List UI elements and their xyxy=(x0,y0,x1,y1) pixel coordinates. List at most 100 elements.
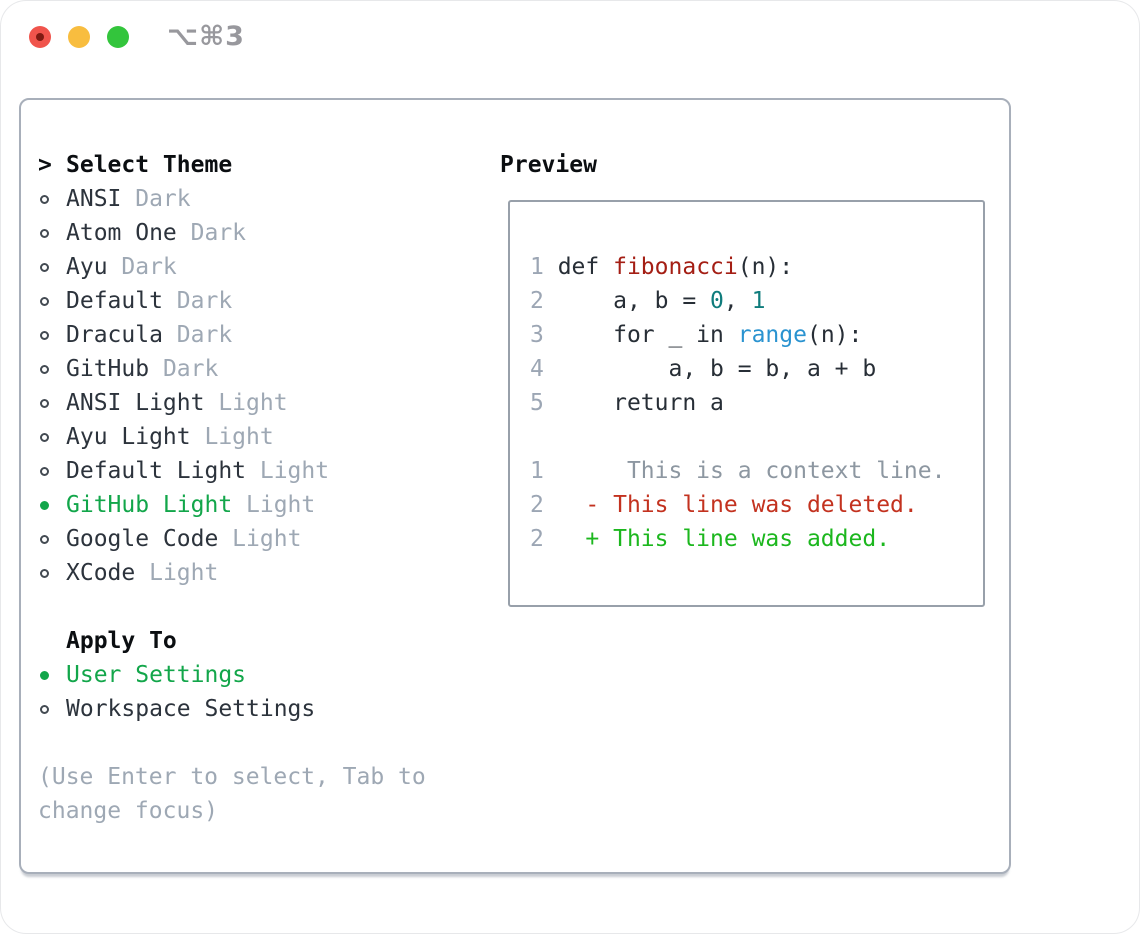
theme-option[interactable]: ANSI Dark xyxy=(38,182,426,216)
radio-icon xyxy=(40,670,49,680)
theme-name: GitHub xyxy=(66,356,150,382)
radio-icon xyxy=(40,262,49,272)
radio-marker xyxy=(38,262,66,272)
radio-marker xyxy=(38,194,66,204)
code-segment: fibonacci xyxy=(613,254,738,280)
radio-marker xyxy=(38,534,66,544)
code-segment: range xyxy=(737,322,807,348)
apply-to-heading-row: Apply To xyxy=(38,624,426,658)
theme-tag: Dark xyxy=(149,356,219,382)
theme-name: XCode xyxy=(66,560,136,586)
theme-name: Atom One xyxy=(66,220,177,246)
theme-name: Ayu Light xyxy=(66,424,191,450)
radio-marker xyxy=(38,364,66,374)
minimize-button[interactable] xyxy=(68,26,90,48)
radio-icon xyxy=(40,568,49,578)
close-button[interactable] xyxy=(29,26,51,48)
theme-option[interactable]: Default Light Light xyxy=(38,454,426,488)
radio-icon xyxy=(40,228,49,238)
code-segment: 3 xyxy=(530,322,544,348)
radio-marker xyxy=(38,500,66,510)
apply-to-option[interactable]: User Settings xyxy=(38,658,426,692)
theme-name: Default Light xyxy=(66,458,247,484)
radio-icon xyxy=(40,194,49,204)
apply-to-heading: Apply To xyxy=(66,628,177,654)
help-text: change focus) xyxy=(38,798,219,824)
code-segment: (n): xyxy=(737,254,794,280)
theme-tag: Dark xyxy=(121,186,191,212)
radio-marker xyxy=(38,670,66,680)
theme-tag: Light xyxy=(218,526,302,552)
theme-option[interactable]: ANSI Light Light xyxy=(38,386,426,420)
code-segment: a, b = xyxy=(543,288,711,314)
radio-marker xyxy=(38,704,66,714)
theme-name: GitHub Light xyxy=(66,492,233,518)
theme-option[interactable]: GitHub Dark xyxy=(38,352,426,386)
radio-icon xyxy=(40,466,49,476)
code-segment: 4 xyxy=(530,356,544,382)
radio-icon xyxy=(40,398,49,408)
code-line: 1 This is a context line. xyxy=(530,454,945,488)
code-preview: 1 def fibonacci(n): 2 a, b = 0, 1 3 for _ … xyxy=(530,250,945,556)
window-title: ⌥⌘3 xyxy=(167,21,245,52)
code-segment: , xyxy=(723,288,752,314)
radio-marker xyxy=(38,432,66,442)
theme-name: ANSI Light xyxy=(66,390,205,416)
radio-marker xyxy=(38,330,66,340)
theme-list-heading-row: >Select Theme xyxy=(38,148,426,182)
theme-tag: Light xyxy=(232,492,316,518)
code-line: 2 a, b = 0, 1 xyxy=(530,284,945,318)
spacer-row xyxy=(38,726,426,760)
code-segment: 1 xyxy=(530,458,544,484)
code-segment: + This line was added. xyxy=(543,526,891,552)
cursor-marker: > xyxy=(38,152,66,178)
code-segment: - This line was deleted. xyxy=(543,492,918,518)
theme-option[interactable]: Google Code Light xyxy=(38,522,426,556)
theme-tag: Light xyxy=(135,560,219,586)
help-text-row: change focus) xyxy=(38,794,426,828)
radio-icon xyxy=(40,432,49,442)
code-line: 2 - This line was deleted. xyxy=(530,488,945,522)
code-segment: 1 xyxy=(751,288,766,314)
theme-option[interactable]: Ayu Light Light xyxy=(38,420,426,454)
theme-option[interactable]: XCode Light xyxy=(38,556,426,590)
apply-to-label: User Settings xyxy=(66,662,247,688)
code-segment: 2 xyxy=(530,492,544,518)
code-segment: 2 xyxy=(530,288,544,314)
radio-marker xyxy=(38,568,66,578)
code-segment: for _ in xyxy=(543,322,738,348)
theme-tag: Light xyxy=(246,458,330,484)
code-segment: a, b = b, a + b xyxy=(543,356,877,382)
theme-tag: Dark xyxy=(107,254,177,280)
code-segment: 0 xyxy=(710,288,724,314)
theme-option[interactable]: Atom One Dark xyxy=(38,216,426,250)
code-line xyxy=(530,420,945,454)
theme-tag: Dark xyxy=(176,220,247,246)
radio-icon xyxy=(40,500,49,510)
theme-option[interactable]: Default Dark xyxy=(38,284,426,318)
theme-option[interactable]: GitHub Light Light xyxy=(38,488,426,522)
code-line: 2 + This line was added. xyxy=(530,522,945,556)
help-text-row: (Use Enter to select, Tab to xyxy=(38,760,426,794)
code-segment: 5 xyxy=(530,390,544,416)
radio-icon xyxy=(40,330,49,340)
code-segment: return a xyxy=(543,390,724,416)
theme-option[interactable]: Ayu Dark xyxy=(38,250,426,284)
theme-name: Default xyxy=(66,288,163,314)
radio-marker xyxy=(38,466,66,476)
apply-to-label: Workspace Settings xyxy=(66,696,316,722)
theme-tag: Dark xyxy=(162,288,233,314)
maximize-button[interactable] xyxy=(107,26,129,48)
apply-to-option[interactable]: Workspace Settings xyxy=(38,692,426,726)
radio-icon xyxy=(40,296,49,306)
code-segment: def xyxy=(543,254,614,280)
code-line: 5 return a xyxy=(530,386,945,420)
code-segment: This is a context line. xyxy=(543,458,946,484)
preview-heading: Preview xyxy=(500,152,597,178)
radio-icon xyxy=(40,364,49,374)
theme-name: Google Code xyxy=(66,526,219,552)
theme-name: Ayu xyxy=(66,254,108,280)
theme-option[interactable]: Dracula Dark xyxy=(38,318,426,352)
